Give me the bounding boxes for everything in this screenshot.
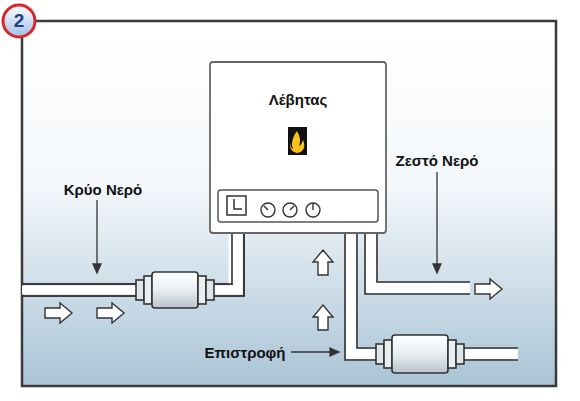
flame-window	[288, 127, 307, 155]
hot-pipe-fill	[371, 234, 470, 288]
panel	[22, 21, 556, 386]
filter-return	[376, 335, 464, 373]
flow-arrows	[45, 250, 502, 330]
filter-cold	[136, 272, 214, 308]
hot-water-label: Ζεστό Νερό	[396, 152, 479, 169]
leader-lines	[93, 172, 441, 356]
return-pipe-fill	[458, 349, 518, 359]
cold-pipe-fill	[22, 286, 140, 295]
boiler-box: Λέβητας	[263, 88, 334, 111]
boiler-body	[210, 62, 386, 233]
return-pipe	[345, 232, 378, 360]
callout-circle	[3, 5, 35, 37]
callout-number: 2	[14, 10, 25, 32]
return-pipe	[458, 348, 518, 360]
flame	[290, 131, 304, 153]
control-panel	[218, 190, 378, 222]
return-pipe-fill	[351, 234, 378, 354]
hot-pipe	[365, 232, 470, 294]
clock	[227, 196, 246, 215]
return-label: Επιστροφή	[205, 344, 286, 361]
clock-hands	[234, 199, 242, 209]
node-title: Λέβητας	[269, 91, 328, 108]
dials	[261, 203, 320, 217]
cold-water-label: Κρύο Νερό	[64, 181, 143, 198]
